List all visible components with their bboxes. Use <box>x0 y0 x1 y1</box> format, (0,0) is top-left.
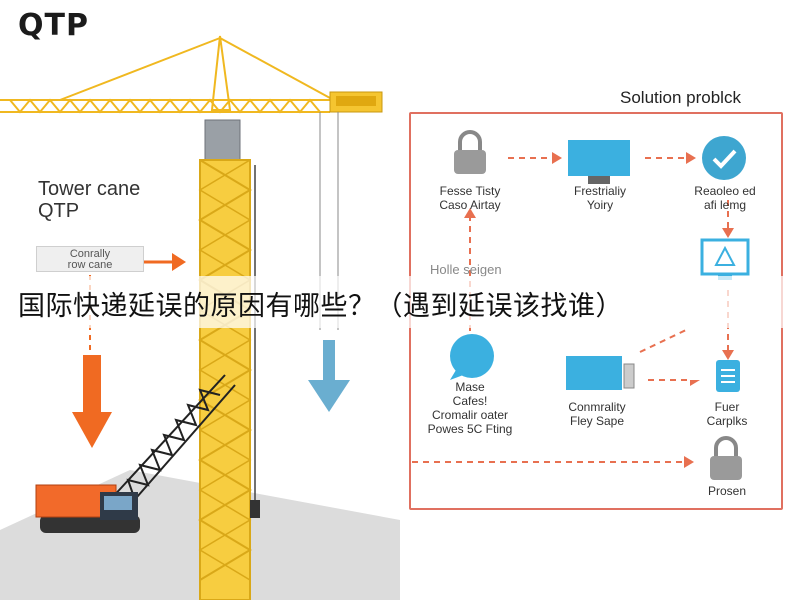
arrowhead-5 <box>722 350 734 360</box>
arrowhead-3 <box>722 228 734 238</box>
warning-monitor-icon <box>700 238 750 280</box>
node-label-1: Fesse Tisty Caso Airtay <box>439 184 501 212</box>
hook <box>250 500 260 518</box>
node-label-7: Prosen <box>707 484 747 498</box>
document-icon <box>716 360 740 392</box>
node-label-3: Reaoleo ed afi lemg <box>694 184 756 212</box>
flow-arrow-6 <box>639 329 687 353</box>
monitor-icon <box>568 140 630 184</box>
crane-mast <box>198 159 252 600</box>
arrowhead-7 <box>690 380 700 386</box>
side-title-line1: Tower cane <box>38 178 141 200</box>
side-title: Tower cane QTP <box>38 178 140 222</box>
side-title-line2: QTP <box>38 200 80 222</box>
mid-label: Holle seigen <box>430 262 502 277</box>
crane-apex <box>210 35 232 111</box>
arrowhead-8 <box>684 456 694 468</box>
lock-icon <box>454 130 486 174</box>
badge-label: Conrally row cane <box>36 246 144 272</box>
orange-down-arrow <box>72 355 112 448</box>
title-banner <box>0 276 800 328</box>
counterweight-block <box>336 96 376 106</box>
blue-down-arrow <box>308 340 350 412</box>
crane-jib <box>0 37 331 114</box>
crawler-boom <box>109 374 236 506</box>
arrowhead-1 <box>552 152 562 164</box>
lock-icon-2 <box>710 436 742 480</box>
arrowhead-2 <box>686 152 696 164</box>
node-label-2: Frestrialiy Yoiry <box>573 184 626 212</box>
orange-right-arrow <box>144 253 186 271</box>
node-label-5: Conmrality Fley Sape <box>568 400 626 428</box>
node-label-4: Mase Cafes! Cromalir oater Powes 5C Ftin… <box>427 380 513 436</box>
check-circle-icon <box>702 136 746 180</box>
node-label-6: Fuer Carplks <box>706 400 748 428</box>
arrowhead-4 <box>464 208 476 218</box>
chat-bubble-icon <box>450 334 494 380</box>
banner-title: 国际快递延误的原因有哪些？（遇到延误该找谁） <box>18 291 623 321</box>
badge-line1: Conrally <box>69 248 111 260</box>
badge-line2: row cane <box>67 259 113 271</box>
monitor-icon-2 <box>566 356 635 390</box>
crawler-crane-body <box>35 484 140 533</box>
logo: QTP <box>18 8 89 43</box>
panel-title: Solution problck <box>620 88 741 107</box>
